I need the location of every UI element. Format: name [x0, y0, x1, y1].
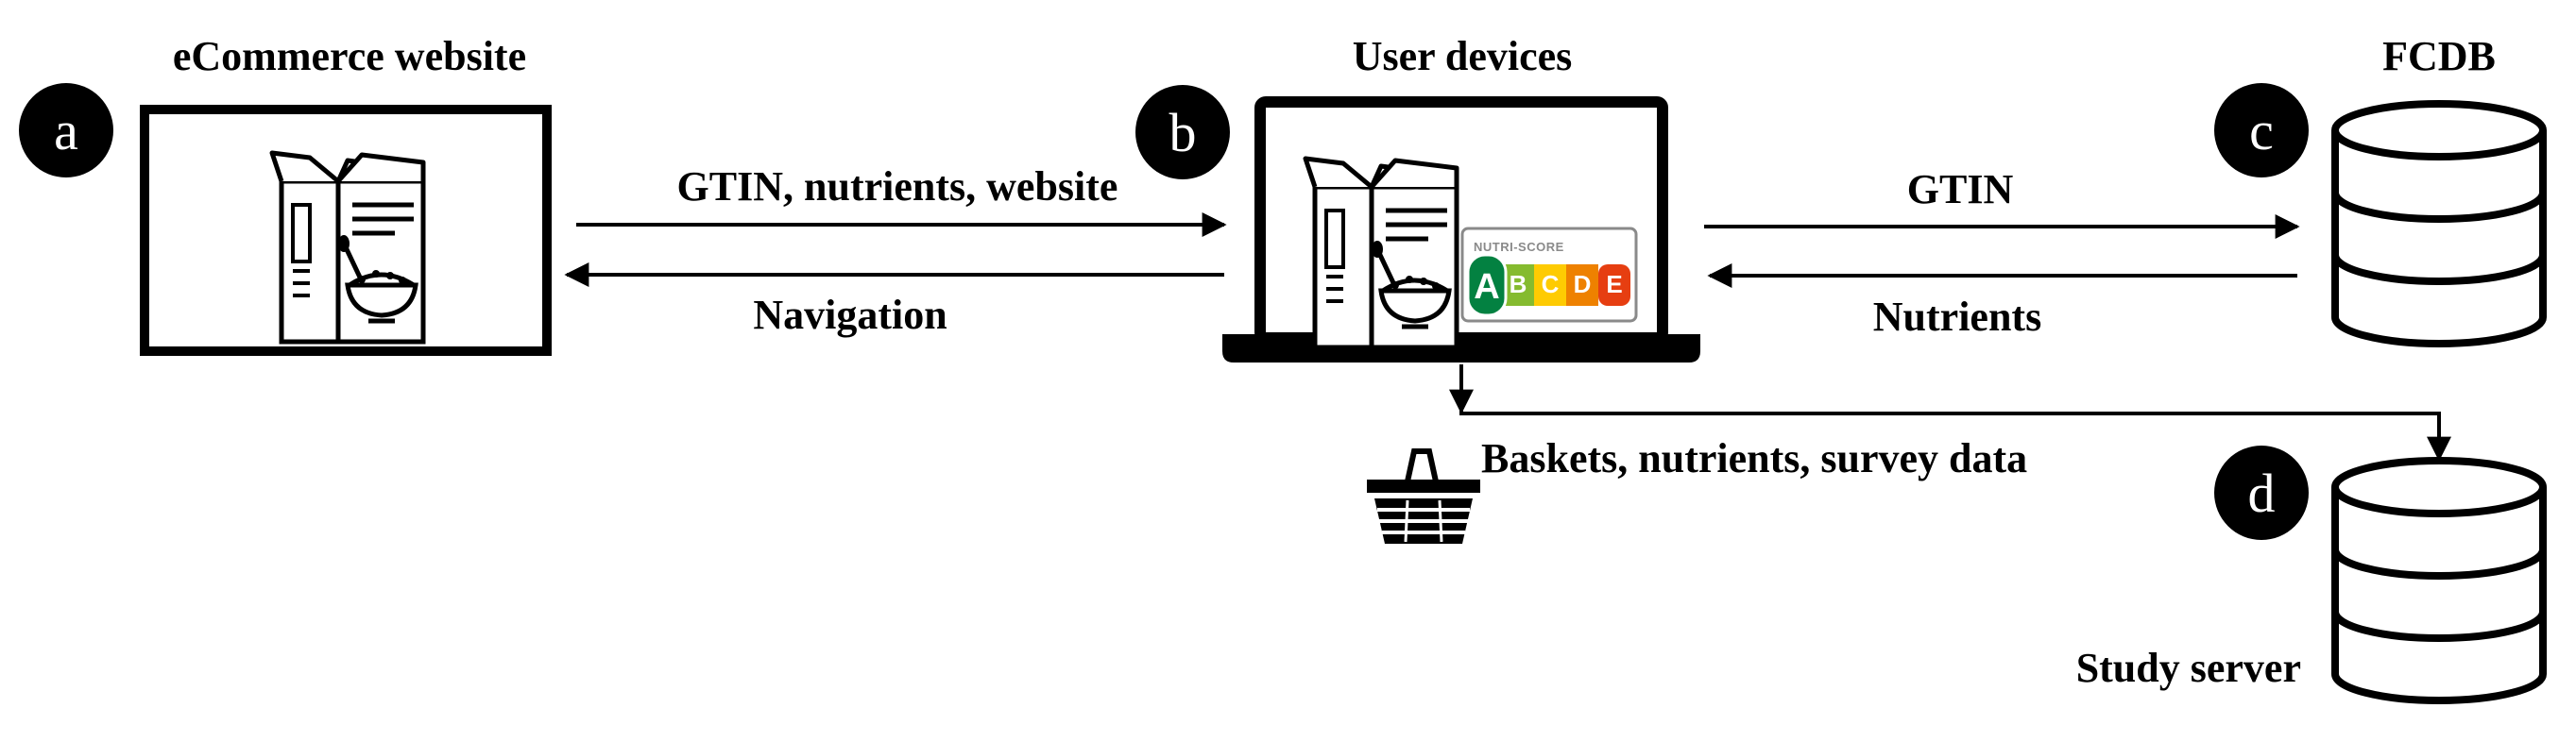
label-nutrients: Nutrients: [1873, 294, 2041, 340]
nutri-grade-c: C: [1534, 264, 1566, 306]
device-cereal-box-icon: [1305, 159, 1457, 347]
badge-b: b: [1135, 85, 1230, 179]
study-server-title: Study server: [2076, 645, 2301, 691]
shopping-basket-icon: [1367, 448, 1480, 544]
badge-a-letter: a: [54, 100, 78, 161]
nutri-grade-b: B: [1502, 264, 1534, 306]
fcdb-database-icon: [2335, 104, 2543, 344]
nutri-grade-letter: A: [1474, 267, 1499, 307]
badge-b-letter: b: [1169, 102, 1197, 163]
label-baskets-nutrients-survey: Baskets, nutrients, survey data: [1481, 435, 2027, 481]
nutri-score-title: NUTRI-SCORE: [1474, 240, 1564, 254]
fcdb-title: FCDB: [2382, 33, 2496, 79]
badge-a: a: [19, 83, 113, 177]
badge-c: c: [2214, 83, 2309, 177]
label-gtin: GTIN: [1907, 166, 2014, 212]
nutri-grade-letter: B: [1510, 270, 1527, 298]
nutri-grade-a: A: [1466, 253, 1508, 317]
study-server-database-icon: [2335, 461, 2543, 700]
label-navigation: Navigation: [753, 292, 947, 338]
nutri-grade-letter: D: [1574, 270, 1592, 298]
user-devices-title: User devices: [1353, 33, 1573, 79]
nutri-grade-e: E: [1598, 264, 1630, 306]
badge-d: d: [2214, 446, 2309, 540]
nutri-grade-d: D: [1566, 264, 1598, 306]
label-gtin-nutrients-website: GTIN, nutrients, website: [677, 163, 1118, 210]
ecommerce-title: eCommerce website: [173, 33, 526, 79]
nutri-grade-letter: E: [1606, 270, 1622, 298]
badge-c-letter: c: [2249, 100, 2274, 161]
nutri-grade-letter: C: [1542, 270, 1560, 298]
badge-d-letter: d: [2248, 463, 2276, 524]
cereal-box-icon: [272, 153, 423, 342]
